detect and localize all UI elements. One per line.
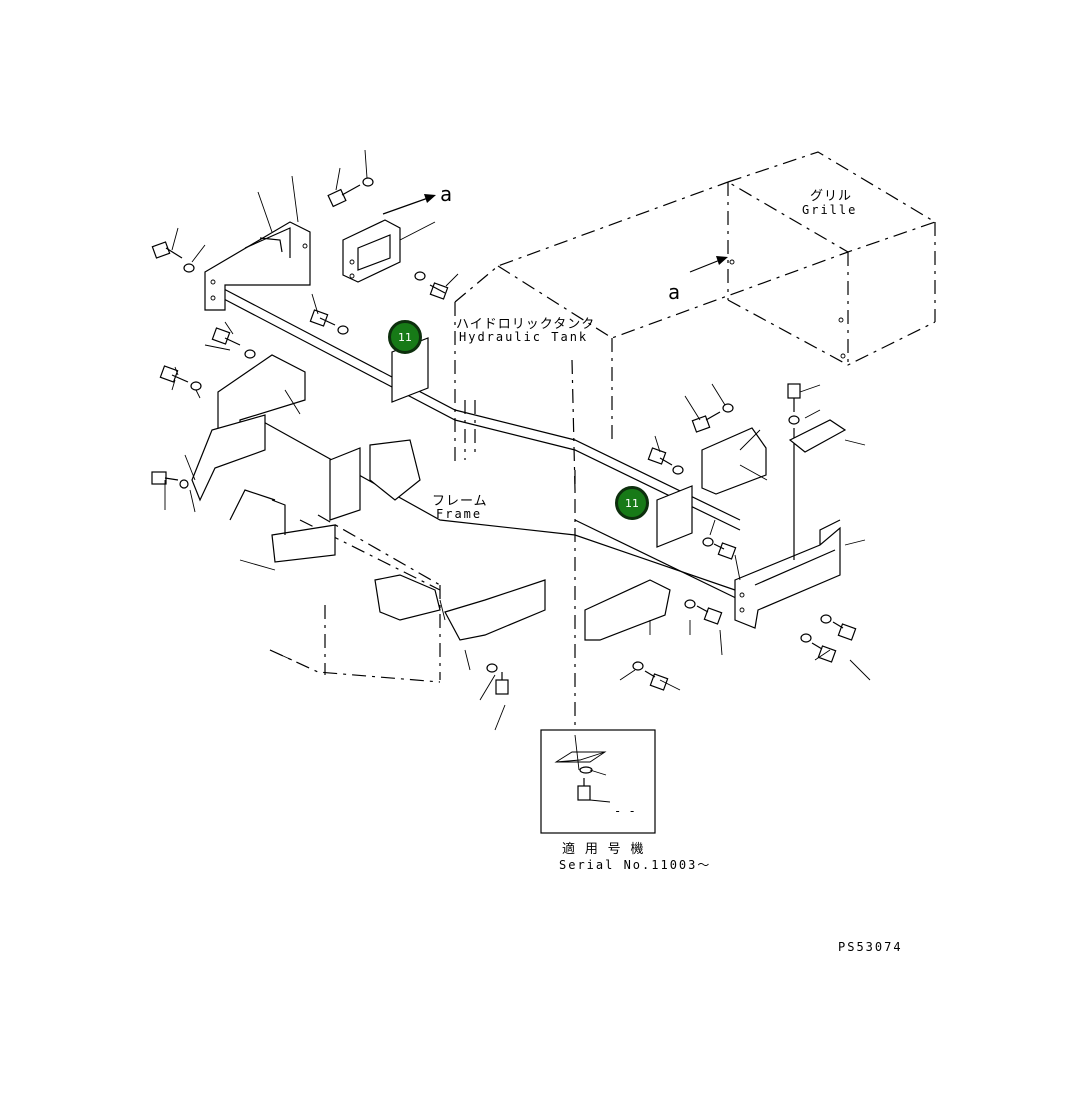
- serial-label-jp: 適 用 号 機: [562, 842, 645, 857]
- washer-icon: [702, 537, 714, 547]
- bolt-icon: [832, 621, 857, 641]
- washer-icon: [800, 633, 812, 643]
- bolt-icon: [577, 778, 591, 801]
- top-plate: [342, 219, 401, 283]
- washer-icon: [414, 271, 426, 281]
- washer-icon: [337, 325, 349, 335]
- inset-dash-label: - -: [614, 804, 636, 818]
- view-arrow-top: [382, 194, 436, 215]
- bolts-and-washers: [151, 177, 857, 801]
- part-callout-11[interactable]: 11: [615, 486, 649, 520]
- bolt-icon: [811, 642, 837, 663]
- left-top-bracket: [204, 221, 311, 311]
- grille-outline: [726, 151, 937, 366]
- bolt-icon: [309, 309, 336, 327]
- bolt-icon: [647, 447, 673, 466]
- bolt-icon: [429, 282, 449, 300]
- bolt-icon: [696, 605, 723, 625]
- washer-icon: [820, 614, 832, 624]
- washer-icon: [179, 479, 189, 489]
- bolt-icon: [151, 241, 183, 259]
- right-bracket: [734, 519, 841, 629]
- bolt-icon: [327, 184, 361, 208]
- serial-inset-box: [540, 729, 656, 834]
- bolt-icon: [713, 542, 737, 560]
- middle-plates: [329, 337, 767, 548]
- view-a-label-top: a: [440, 182, 453, 206]
- bolt-icon: [644, 670, 669, 691]
- view-arrow-mid: [689, 256, 728, 273]
- serial-label-en: Serial No.11003～: [559, 858, 712, 872]
- washer-icon: [183, 263, 195, 273]
- hydraulic-tank-label-en: Hydraulic Tank: [459, 330, 589, 344]
- washer-icon: [672, 465, 684, 475]
- frame-beams: [221, 287, 741, 730]
- left-lower-brackets: [191, 354, 671, 641]
- drawing-number: PS53074: [838, 940, 903, 954]
- grille-label-en: Grille: [802, 203, 858, 217]
- frame-label-jp: フレーム: [432, 494, 488, 509]
- washer-icon: [632, 661, 644, 671]
- washer-icon: [362, 177, 374, 187]
- bolt-icon: [151, 471, 179, 485]
- washer-icon: [722, 403, 734, 413]
- bolt-icon: [495, 672, 509, 695]
- frame-label-en: Frame: [436, 507, 483, 521]
- washer-icon: [684, 599, 696, 609]
- leader-lines: [164, 149, 871, 803]
- bolt-icon: [159, 365, 189, 383]
- bolt-icon: [211, 327, 241, 346]
- washer-icon: [579, 766, 593, 774]
- washer-icon: [486, 663, 498, 673]
- washer-icon: [788, 415, 800, 425]
- hydraulic-tank-outline: [454, 181, 849, 491]
- view-a-label-mid: a: [668, 280, 681, 304]
- bolt-icon: [787, 383, 801, 412]
- washer-icon: [244, 349, 256, 359]
- grille-label-jp: グリル: [810, 189, 853, 204]
- part-callout-11[interactable]: 11: [388, 320, 422, 354]
- washer-icon: [190, 381, 202, 391]
- hydraulic-tank-label-jp: ハイドロリックタンク: [456, 317, 596, 332]
